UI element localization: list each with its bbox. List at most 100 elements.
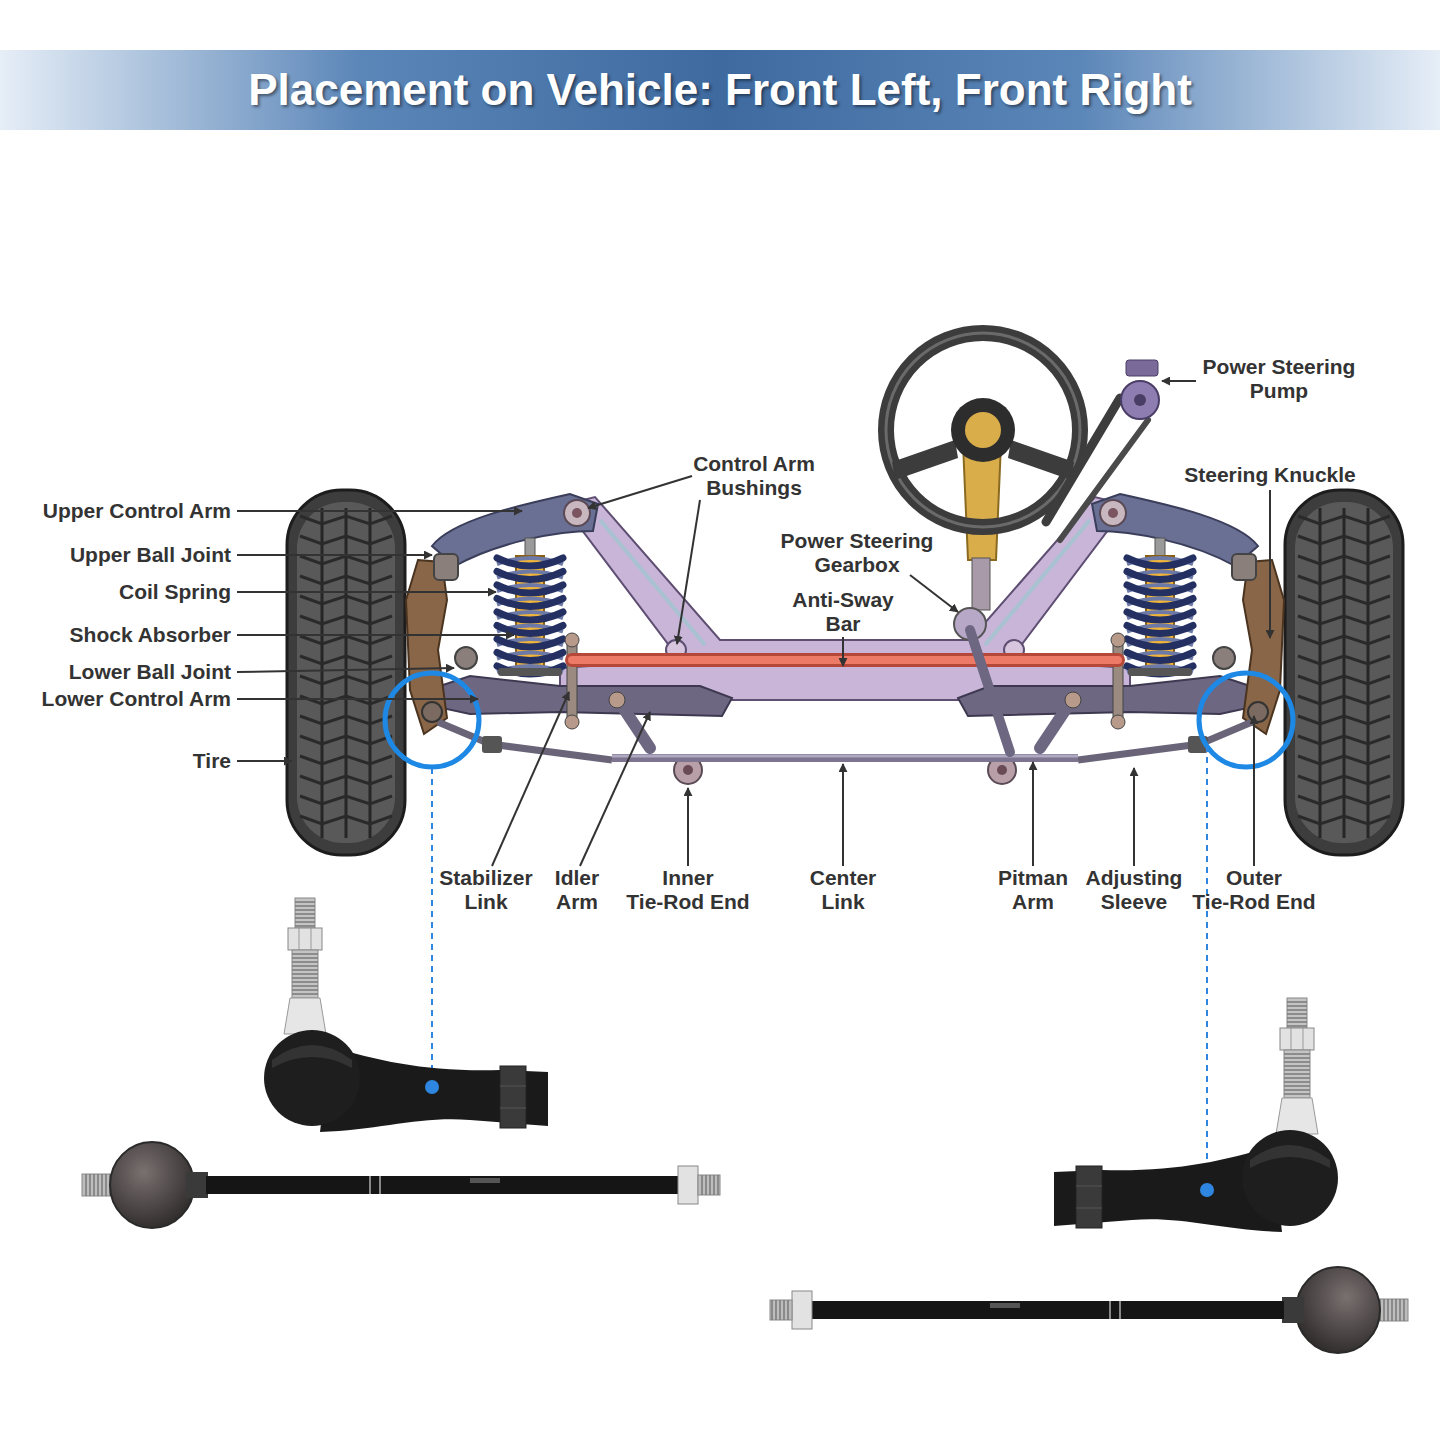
leader-lines — [237, 381, 1270, 866]
rod — [206, 1176, 680, 1194]
thread-line — [1284, 1069, 1310, 1071]
part-label: Power Steering Pump — [1197, 355, 1362, 403]
thread-line — [292, 981, 318, 983]
label-word: Joint — [181, 660, 231, 683]
coil-front — [497, 558, 563, 566]
tread-chevron — [1298, 796, 1390, 804]
steering-knuckle — [1243, 560, 1284, 734]
tread-chevron — [1298, 596, 1390, 604]
thread-line — [1284, 1061, 1310, 1063]
tread-chevron — [300, 576, 392, 584]
thread-line — [101, 1174, 103, 1196]
part-label: Lower Ball Joint — [69, 660, 231, 684]
tread-chevron — [300, 636, 392, 644]
tread-chevron — [300, 776, 392, 784]
nut-edge — [1303, 1028, 1304, 1050]
right-suspension — [958, 494, 1284, 784]
tire-tread — [1295, 502, 1393, 843]
tread-chevron — [300, 816, 392, 824]
rod-flat — [990, 1303, 1020, 1308]
thread-line — [295, 921, 315, 923]
tread-chevron — [1298, 776, 1390, 784]
label-word: Control — [693, 452, 768, 475]
label-word: Knuckle — [1274, 463, 1356, 486]
leader-line — [687, 788, 689, 866]
part-label: Idler Arm — [547, 866, 607, 914]
tread-chevron — [1298, 516, 1390, 524]
tread-chevron — [1298, 556, 1390, 564]
coil-front — [497, 599, 563, 607]
thread-line — [1287, 1025, 1307, 1027]
label-word: Pump — [1250, 379, 1308, 402]
part-label: Control Arm Bushings — [687, 452, 822, 500]
stabilizer-link — [567, 640, 577, 722]
label-word: Power — [1203, 355, 1266, 378]
thread-line — [292, 989, 318, 991]
thread — [1378, 1299, 1408, 1321]
thread-line — [85, 1174, 87, 1196]
tire — [1285, 490, 1403, 855]
label-word: Coil — [119, 580, 159, 603]
leader-line — [237, 554, 432, 556]
thread — [82, 1174, 112, 1196]
hex-nut — [792, 1291, 812, 1329]
leader-line — [842, 637, 844, 666]
coil-front — [497, 626, 563, 634]
thread-line — [295, 925, 315, 927]
anti-sway-bar — [572, 656, 1118, 664]
rod-groove — [1119, 1301, 1121, 1319]
label-word: Link — [821, 890, 864, 913]
part-label: Coil Spring — [119, 580, 231, 604]
thread-line — [1287, 1013, 1307, 1015]
coil-front — [1127, 612, 1193, 620]
label-word: Steering — [1184, 463, 1268, 486]
thread-line — [1284, 1065, 1310, 1067]
leader-line — [237, 668, 454, 672]
leader-line — [677, 500, 700, 644]
thread-line — [93, 1174, 95, 1196]
label-word: Lower — [69, 660, 131, 683]
anti-sway-bar-outline — [572, 653, 1118, 667]
bushing-core — [1108, 508, 1118, 518]
arm-bolt — [1065, 692, 1081, 708]
label-word: Link — [464, 890, 507, 913]
leader-line — [588, 476, 692, 508]
suspension-art — [287, 333, 1403, 1190]
stud-shank — [1276, 1098, 1318, 1134]
rod — [810, 1301, 1284, 1319]
frame-strut — [600, 520, 705, 645]
label-word: Tie-Rod — [1192, 890, 1270, 913]
label-word: Upper — [43, 499, 104, 522]
title-text: Placement on Vehicle: Front Left, Front … — [0, 50, 1440, 130]
thread-line — [717, 1175, 719, 1195]
ball-socket — [1296, 1267, 1380, 1353]
hex-nut — [1280, 1028, 1314, 1050]
upper-ball-joint — [434, 554, 458, 580]
lower-control-arm — [440, 676, 732, 716]
thread-line — [1387, 1299, 1389, 1321]
dust-boot — [1250, 1145, 1330, 1168]
part-label: Upper Control Arm — [43, 499, 231, 523]
leader-line — [237, 634, 514, 636]
thread-line — [295, 913, 315, 915]
thread-line — [1395, 1299, 1397, 1321]
left-suspension — [406, 494, 732, 784]
label-word: End — [710, 890, 750, 913]
spring-seat — [498, 668, 562, 676]
thread-line — [1391, 1299, 1393, 1321]
coil-front — [1127, 572, 1193, 580]
thread-line — [1287, 1017, 1307, 1019]
outer-tie-rod-end — [422, 702, 442, 722]
leader-line — [1253, 716, 1255, 866]
leader-line — [1269, 490, 1271, 638]
thread-line — [1284, 1057, 1310, 1059]
highlight-circle — [385, 673, 479, 767]
thread-line — [1399, 1299, 1401, 1321]
pitman-arm — [970, 630, 1010, 752]
part-label: Center Link — [806, 866, 881, 914]
thread-line — [1284, 1077, 1310, 1079]
pump-body — [1126, 360, 1158, 376]
frame-strut — [985, 520, 1090, 645]
hex-nut — [678, 1166, 698, 1204]
thread-line — [1284, 1093, 1310, 1095]
